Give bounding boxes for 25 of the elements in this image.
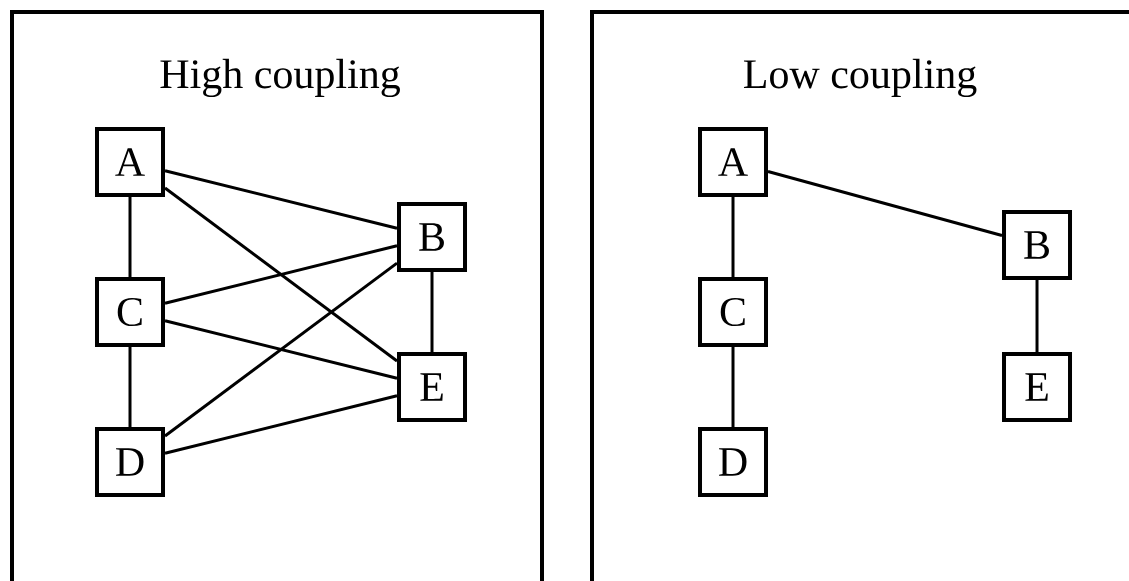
letter-box: D xyxy=(95,427,165,497)
connector-line xyxy=(767,170,1003,237)
connector-line xyxy=(164,169,398,230)
connector-line xyxy=(731,347,735,427)
connector-line xyxy=(731,197,735,277)
letter-box: E xyxy=(1002,352,1072,422)
connector-line xyxy=(164,319,398,380)
connector-line xyxy=(128,347,132,427)
letter-box: A xyxy=(698,127,768,197)
connector-line xyxy=(430,272,434,352)
panel-title: Low coupling xyxy=(744,58,977,98)
letter-box: A xyxy=(95,127,165,197)
letter-box: E xyxy=(397,352,467,422)
connector-line xyxy=(164,244,398,305)
panel-title: High coupling xyxy=(160,58,400,98)
letter-box: C xyxy=(698,277,768,347)
connector-line xyxy=(164,261,398,438)
letter-box: B xyxy=(397,202,467,272)
letter-box: B xyxy=(1002,210,1072,280)
letter-box: D xyxy=(698,427,768,497)
letter-box: C xyxy=(95,277,165,347)
connector-line xyxy=(1035,280,1039,352)
connector-line xyxy=(164,186,398,363)
connector-line xyxy=(164,394,398,455)
connector-line xyxy=(128,197,132,277)
